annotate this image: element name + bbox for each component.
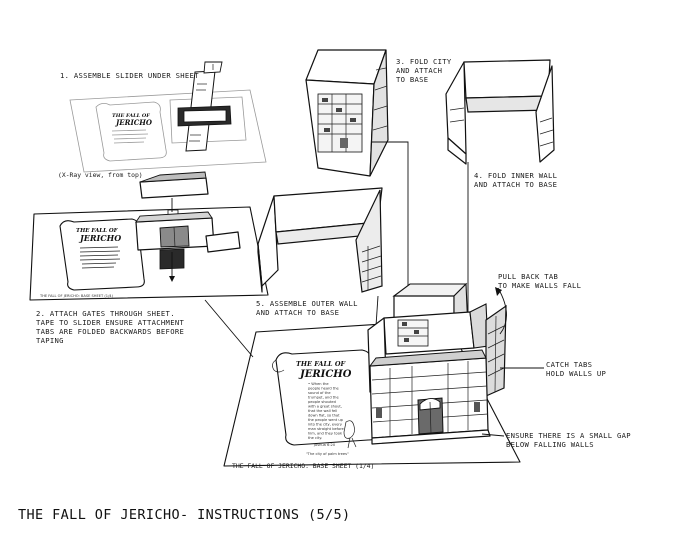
step3-line-1: 3. FOLD CITY <box>396 57 452 66</box>
step4-line-1: 4. FOLD INNER WALL <box>474 171 557 180</box>
verse-line-5: people shouted <box>308 400 336 404</box>
verse-line-11: man straight before <box>308 427 345 431</box>
step3-line-2: AND ATTACH <box>396 66 442 75</box>
page-title: THE FALL OF JERICHO- INSTRUCTIONS (5/5) <box>18 507 351 523</box>
verse-line-13: the city. <box>308 436 322 440</box>
model-city-band <box>383 311 475 355</box>
step1-xray-assembly: THE FALL OF JERICHO 1. ASSEMBLE SLIDER U… <box>58 61 267 179</box>
step2-line-1: 2. ATTACH GATES THROUGH SHEET. <box>36 309 175 318</box>
xray-scroll <box>95 101 167 162</box>
step2-title-2: JERICHO <box>78 233 121 243</box>
outer-wall-right <box>355 189 383 293</box>
city-roof <box>305 49 387 85</box>
gap-line-1: ENSURE THERE IS A SMALL GAP <box>506 431 631 440</box>
step2-gate-assembly: THE FALL OF JERICHO THE FALL OF JERICHO:… <box>29 171 269 358</box>
step2-pointer <box>204 299 254 358</box>
step1-label: 1. ASSEMBLE SLIDER UNDER SHEET <box>60 71 199 80</box>
xray-note: (X-Ray view, from top) <box>58 171 143 179</box>
step3-pointer <box>372 141 409 330</box>
verse-line-1: • When the <box>308 382 329 386</box>
verse-line-8: down flat, so that <box>308 414 340 418</box>
xray-city-outline <box>169 96 247 144</box>
city-side <box>369 49 389 177</box>
verse-line-12: him, and they took <box>308 432 343 436</box>
step2-base-sheet <box>29 206 269 301</box>
gap-pointer <box>481 433 505 437</box>
step2-scroll <box>59 218 145 291</box>
pull-tab-line-2: TO MAKE WALLS FALL <box>498 281 581 290</box>
final-assembly: THE FALL OF JERICHO • When the people he… <box>223 272 631 470</box>
footer-quote: "The city of palm trees" <box>306 452 349 456</box>
verse-reference: Joshua 6:20 <box>313 443 336 447</box>
verse-line-9: the people went up <box>308 418 344 422</box>
verse-line-10: into the city, every <box>308 423 343 427</box>
step4-line-2: AND ATTACH TO BASE <box>474 180 557 189</box>
pull-tab-arrowhead <box>495 287 502 296</box>
inner-wall-back <box>463 59 551 99</box>
final-title-1: THE FALL OF <box>296 360 346 368</box>
trumpeter-figure <box>343 420 357 449</box>
final-title-2: JERICHO <box>298 369 352 380</box>
verse-line-6: with a great shout, <box>308 405 342 409</box>
step5-line-1: 5. ASSEMBLE OUTER WALL <box>256 299 358 308</box>
gap-line-2: BELOW FALLING WALLS <box>506 440 594 449</box>
inner-wall-right <box>535 65 555 163</box>
verse-line-4: trumpet, and the <box>308 396 339 400</box>
verse-line-3: sound of the <box>308 391 331 395</box>
xray-title-2: JERICHO <box>114 118 153 127</box>
verse-line-7: that the wall fell <box>308 409 337 413</box>
scroll-verse: • When the people heard the sound of the… <box>308 382 345 447</box>
step4-inner-wall: 4. FOLD INNER WALL AND ATTACH TO BASE <box>445 59 557 318</box>
step5-line-2: AND ATTACH TO BASE <box>256 308 339 317</box>
step5-pointer <box>375 295 379 327</box>
verse-line-2: people heard the <box>308 387 340 391</box>
step2-line-3: TABS ARE FOLDED BACKWARDS BEFORE <box>36 327 184 336</box>
step3-line-3: TO BASE <box>396 75 428 84</box>
catch-tabs-line-1: CATCH TABS <box>546 360 592 369</box>
final-sheet-caption: THE FALL OF JERICHO: BASE SHEET (1/4) <box>232 462 374 470</box>
step2-title-1: THE FALL OF <box>76 228 119 234</box>
pull-tab-line-1: PULL BACK TAB <box>498 272 558 281</box>
step2-line-2: TAPE TO SLIDER ENSURE ATTACHMENT <box>36 318 184 327</box>
step3-city-box: 3. FOLD CITY AND ATTACH TO BASE <box>305 49 452 330</box>
step5-outer-wall: 5. ASSEMBLE OUTER WALL AND ATTACH TO BAS… <box>256 187 383 327</box>
gate-side-tab <box>205 231 241 253</box>
catch-tabs-line-2: HOLD WALLS UP <box>546 369 606 378</box>
step2-sheet-caption: THE FALL OF JERICHO: BASE SHEET (1/4) <box>39 294 114 298</box>
step2-line-4: TAPING <box>36 336 64 345</box>
xray-base-sheet <box>69 89 267 173</box>
xray-title-1: THE FALL OF <box>112 113 150 119</box>
pull-tab-arrow <box>497 287 507 335</box>
